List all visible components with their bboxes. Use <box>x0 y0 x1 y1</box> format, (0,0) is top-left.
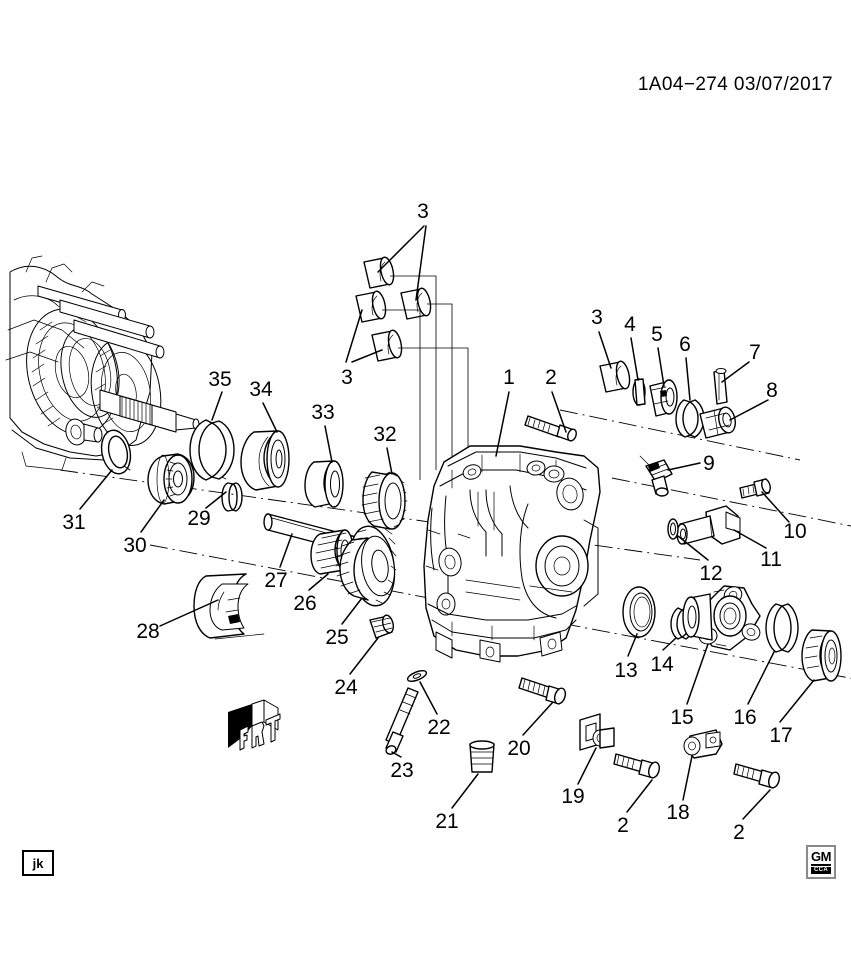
part-21-drain-plug <box>469 740 495 773</box>
callout-18: 18 <box>666 801 689 824</box>
callout-22: 22 <box>427 716 450 739</box>
leader-lines <box>79 225 815 820</box>
part-31-snap-ring <box>100 429 132 475</box>
callout-3c: 3 <box>591 306 603 329</box>
artist-initials: jk <box>32 855 44 871</box>
part-3c-dowel-pin <box>599 360 631 393</box>
transmission-assembly-partial <box>5 255 200 471</box>
part-8-shaft-nut <box>699 406 736 439</box>
callout-9: 9 <box>703 452 715 475</box>
callout-5: 5 <box>651 323 663 346</box>
callout-6: 6 <box>679 333 691 356</box>
part-33-spacer <box>304 460 344 508</box>
callout-numbers: 1 2 3 3 3 4 5 6 7 8 9 10 11 12 13 14 15 … <box>62 200 806 844</box>
callout-1: 1 <box>503 366 515 389</box>
callout-28: 28 <box>136 620 159 643</box>
callout-13: 13 <box>614 659 637 682</box>
callout-4: 4 <box>624 313 636 336</box>
part-28-bearing-retainer <box>193 573 265 640</box>
callout-24: 24 <box>334 676 358 699</box>
part-3-dowel-pins-group <box>355 256 469 480</box>
callout-2c: 2 <box>733 821 745 844</box>
callout-30: 30 <box>123 534 146 557</box>
frt-orientation-marker <box>228 699 281 751</box>
part-6-retaining-ring <box>675 399 705 438</box>
artist-initials-box: jk <box>22 850 54 876</box>
callout-20: 20 <box>507 737 530 760</box>
callout-34: 34 <box>249 378 273 401</box>
part-15-output-flange <box>682 585 761 651</box>
callout-15: 15 <box>670 706 693 729</box>
gm-logo: GM CCA <box>806 845 836 879</box>
callout-8: 8 <box>766 379 778 402</box>
part-19-bracket <box>579 713 615 751</box>
part-2b-bolt <box>613 753 660 779</box>
callout-25: 25 <box>325 626 348 649</box>
callout-21: 21 <box>435 810 458 833</box>
gm-logo-word: GM <box>811 849 831 864</box>
part-29-thrust-washer <box>221 482 243 512</box>
callout-31: 31 <box>62 511 85 534</box>
callout-32: 32 <box>373 423 396 446</box>
part-12-o-ring <box>667 518 679 540</box>
part-4-washer <box>632 378 646 406</box>
callout-27: 27 <box>264 569 287 592</box>
callout-12: 12 <box>699 562 722 585</box>
callout-7: 7 <box>749 341 761 364</box>
callout-2b: 2 <box>617 814 629 837</box>
part-18-bracket <box>683 729 723 759</box>
part-34-bearing <box>240 430 290 491</box>
callout-11: 11 <box>760 548 782 571</box>
callout-17: 17 <box>769 724 792 747</box>
callout-10: 10 <box>783 520 806 543</box>
part-22-washer <box>406 670 428 682</box>
part-13-oil-seal <box>622 586 656 638</box>
part-5-shift-seal <box>649 379 678 417</box>
callout-19: 19 <box>561 785 584 808</box>
part-23-stud <box>385 687 419 755</box>
part-9-switch <box>639 455 673 497</box>
part-32-splined-gear <box>361 471 408 530</box>
part-16-washer <box>765 603 799 653</box>
callout-26: 26 <box>293 592 316 615</box>
gm-logo-rule <box>811 864 831 866</box>
part-2c-bolt <box>733 763 780 789</box>
part-7-roll-pin <box>713 368 728 405</box>
part-10-bolt <box>739 478 771 499</box>
part-1-housing <box>423 445 601 663</box>
callout-16: 16 <box>733 706 756 729</box>
callout-2a: 2 <box>545 366 557 389</box>
part-24-fill-plug <box>369 614 395 639</box>
callout-14: 14 <box>650 653 674 676</box>
part-2a-bolt <box>524 415 577 442</box>
dowel-pin-c <box>355 290 387 323</box>
part-17-bearing <box>801 629 842 682</box>
gm-logo-sub: CCA <box>811 867 831 874</box>
part-20-bolt <box>518 677 567 705</box>
callout-3b: 3 <box>341 366 353 389</box>
part-30-bearing <box>147 453 195 505</box>
callout-23: 23 <box>390 759 413 782</box>
dowel-pin-a <box>363 256 395 289</box>
callout-35: 35 <box>208 368 231 391</box>
callout-3a: 3 <box>417 200 429 223</box>
drawing-header-text: 1A04−274 03/07/2017 <box>637 74 833 95</box>
part-11-speed-sensor <box>676 505 741 545</box>
part-25-drive-gear <box>335 525 397 607</box>
callout-29: 29 <box>187 507 210 530</box>
part-35-snap-ring <box>189 419 235 481</box>
callout-33: 33 <box>311 401 334 424</box>
